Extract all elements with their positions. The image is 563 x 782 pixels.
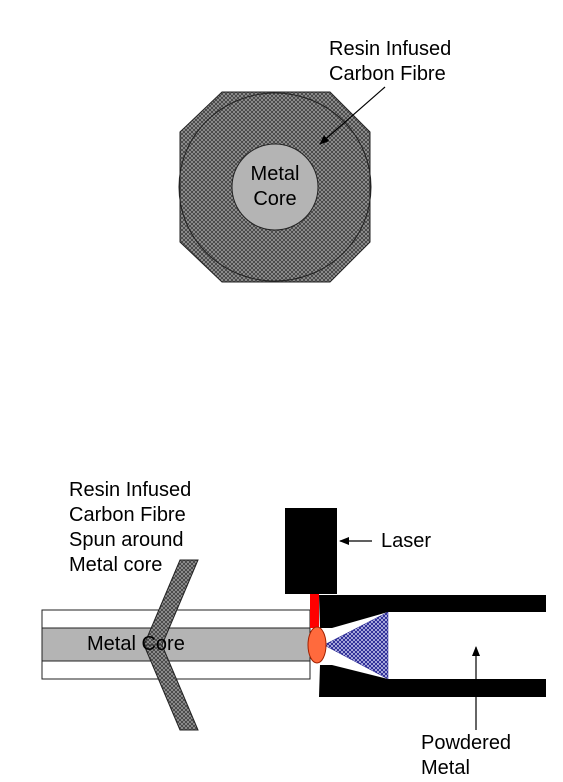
top-core-label-line1: Metal [250, 163, 300, 185]
top-core-label-line2: Core [253, 188, 297, 210]
laser-head [285, 508, 337, 594]
side-fibre-label: Resin Infused Carbon Fibre Spun around M… [69, 478, 191, 578]
fibre-outer-circle [178, 92, 372, 282]
top-fibre-label: Resin Infused Carbon Fibre [329, 37, 451, 87]
side-fibre-label-line4: Metal core [69, 554, 163, 576]
fibre-strand-lower [143, 644, 199, 731]
fibre-pointer-arrow [319, 86, 386, 145]
metal-core-circle [231, 143, 319, 231]
side-fibre-label-line1: Resin Infused [69, 479, 192, 501]
top-fibre-label-line2: Carbon Fibre [329, 63, 446, 85]
side-fibre-label-line2: Carbon Fibre [69, 504, 186, 526]
top-fibre-label-line1: Resin Infused [329, 38, 452, 60]
powder-spray-cone [323, 611, 389, 680]
powder-label-line1: Powdered [421, 732, 512, 754]
side-fibre-label-line3: Spun around [69, 529, 184, 551]
top-core-label: Metal Core [235, 162, 315, 212]
powder-label: Powdered Metal [421, 731, 511, 781]
metal-core-rod [41, 627, 311, 662]
melt-pool [307, 626, 327, 664]
laser-label: Laser [381, 530, 432, 552]
laser-beam [310, 594, 319, 628]
nozzle-housing [319, 595, 546, 697]
powder-label-line2: Metal [421, 757, 470, 779]
side-core-label: Metal Core [87, 633, 185, 655]
